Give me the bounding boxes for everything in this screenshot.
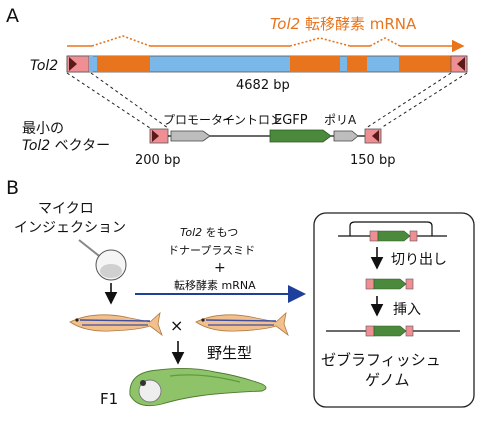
zebrafish-icon-wildtype [195, 311, 289, 337]
minimal-vector-construct [149, 128, 382, 144]
vector-label-line1: 最小の [22, 121, 64, 137]
left-bp-label: 200 bp [135, 153, 180, 168]
insertion-label: 挿入 [393, 302, 421, 318]
cross-symbol: × [170, 316, 183, 335]
panel-b-letter: B [6, 177, 19, 199]
exon-3 [347, 56, 367, 72]
plasmid-italic: Tol2 [180, 226, 202, 239]
right-bp-label: 150 bp [350, 153, 395, 168]
microinjection-line2: インジェクション [14, 220, 126, 236]
f1-eye [140, 380, 146, 386]
transposase-rest: 転移酵素 mRNA [300, 15, 417, 33]
vector-rest: ベクター [50, 138, 110, 154]
vector-left-tir [152, 130, 159, 142]
tol2-label: Tol2 [30, 58, 58, 74]
tol2-element-bar [66, 55, 468, 73]
exon-1 [97, 56, 150, 72]
excision-label: 切り出し [391, 252, 447, 268]
polya-label: ポリA [324, 113, 357, 127]
genome-box [313, 212, 475, 408]
genome-insertion [326, 325, 460, 337]
wildtype-label: 野生型 [207, 344, 252, 362]
plasmid-line1: Tol2 をもつ [180, 226, 238, 239]
mrna-splice-path [67, 35, 465, 53]
exon-2 [290, 56, 340, 72]
intron-label: イントロン [222, 113, 282, 127]
microinjection-line1: マイクロ [38, 201, 94, 217]
f1-larva-icon [129, 367, 267, 407]
vector-italic: Tol2 [22, 138, 50, 154]
right-tir-arrowhead [457, 57, 465, 71]
exon-4 [399, 56, 451, 72]
mrna-center-label: 転移酵素 mRNA [174, 279, 256, 292]
length-label: 4682 bp [236, 78, 290, 93]
plus-symbol: + [214, 260, 226, 276]
left-tir-arrowhead [69, 57, 77, 71]
zebrafish-icon-injected [69, 311, 163, 337]
f1-label: F1 [100, 390, 118, 408]
vector-right-tir [372, 130, 379, 142]
excised-fragment [365, 278, 414, 290]
vector-label-line2: Tol2 ベクター [22, 138, 110, 154]
genome-label-line2: ゲノム [365, 371, 410, 389]
panel-a-letter: A [6, 5, 19, 27]
zoom-guide-lines [66, 72, 468, 129]
genome-label-line1: ゼブラフィッシュ [321, 351, 441, 369]
plasmid-rest: をもつ [202, 226, 238, 239]
egfp-label: EGFP [274, 113, 308, 128]
donor-plasmid-loop [338, 221, 447, 242]
promoter-label: プロモーター [163, 113, 235, 127]
transposase-mrna-label: Tol2 転移酵素 mRNA [270, 15, 417, 33]
plasmid-line2: ドナープラスミド [168, 244, 255, 257]
polya-block [333, 130, 359, 142]
transposase-italic: Tol2 [270, 15, 300, 33]
embryo-egg-icon [95, 249, 127, 281]
promoter-block [170, 130, 211, 142]
egfp-block [269, 129, 332, 143]
